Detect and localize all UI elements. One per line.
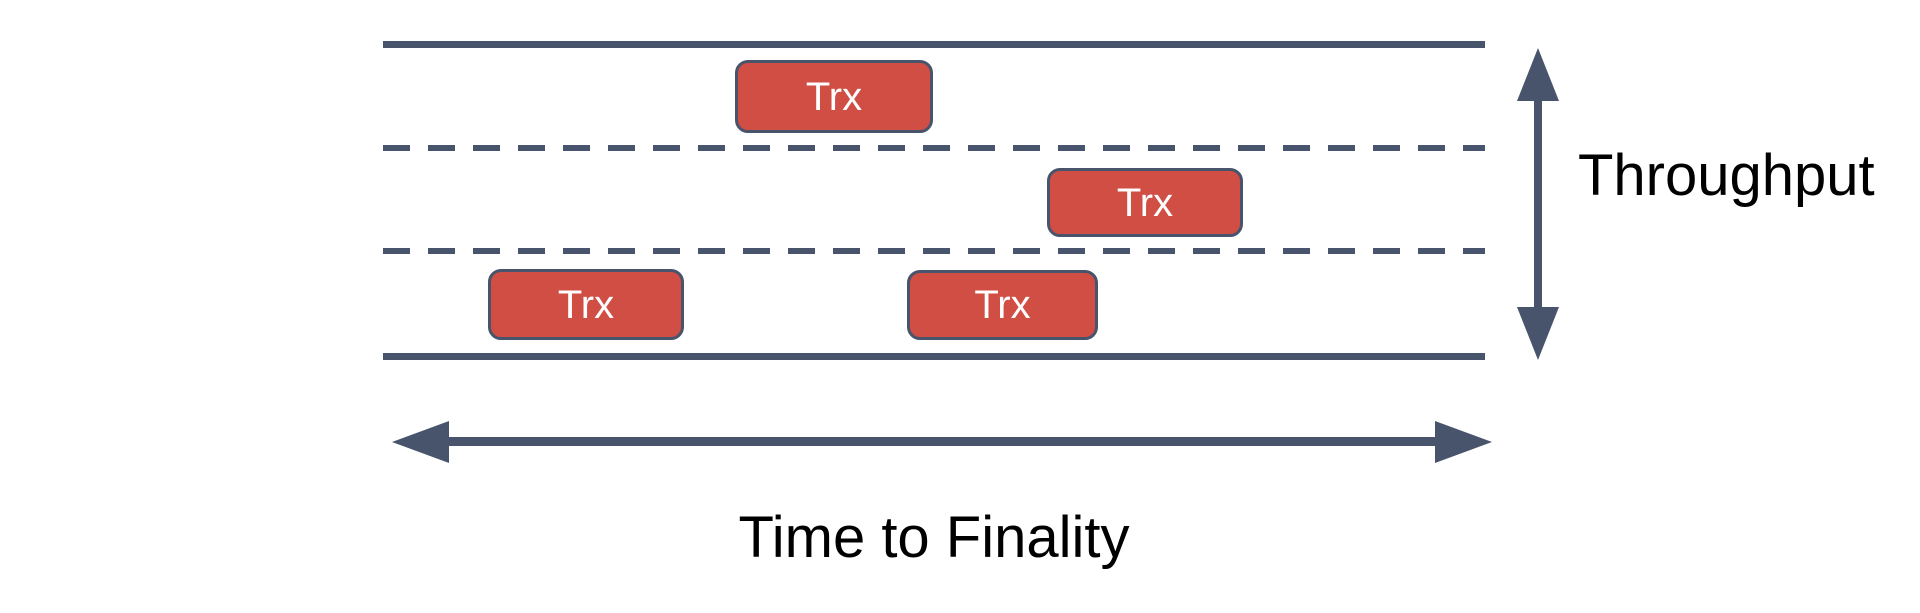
trx-box: Trx: [488, 269, 684, 340]
throughput-arrow-icon: [1517, 48, 1559, 360]
arrow-shaft: [440, 437, 1444, 446]
trx-box: Trx: [1047, 168, 1243, 237]
lane-boundary-bottom: [383, 353, 1485, 360]
trx-box: Trx: [735, 60, 933, 133]
lane-divider-1: [383, 145, 1485, 151]
arrowhead-right-icon: [1435, 421, 1492, 463]
time-to-finality-label: Time to Finality: [738, 505, 1130, 570]
lane-divider-2: [383, 248, 1485, 254]
lane-boundary-top: [383, 41, 1485, 48]
arrowhead-up-icon: [1517, 48, 1559, 101]
trx-box-label: Trx: [805, 74, 863, 119]
trx-box-label: Trx: [557, 282, 615, 327]
arrow-shaft: [1534, 93, 1542, 315]
arrowhead-left-icon: [392, 421, 449, 463]
trx-box-label: Trx: [974, 283, 1031, 327]
throughput-label: Throughput: [1578, 143, 1875, 208]
time-to-finality-arrow-icon: [392, 421, 1492, 463]
trx-box-label: Trx: [1116, 180, 1174, 225]
trx-box: Trx: [907, 270, 1098, 340]
arrowhead-down-icon: [1517, 307, 1559, 360]
